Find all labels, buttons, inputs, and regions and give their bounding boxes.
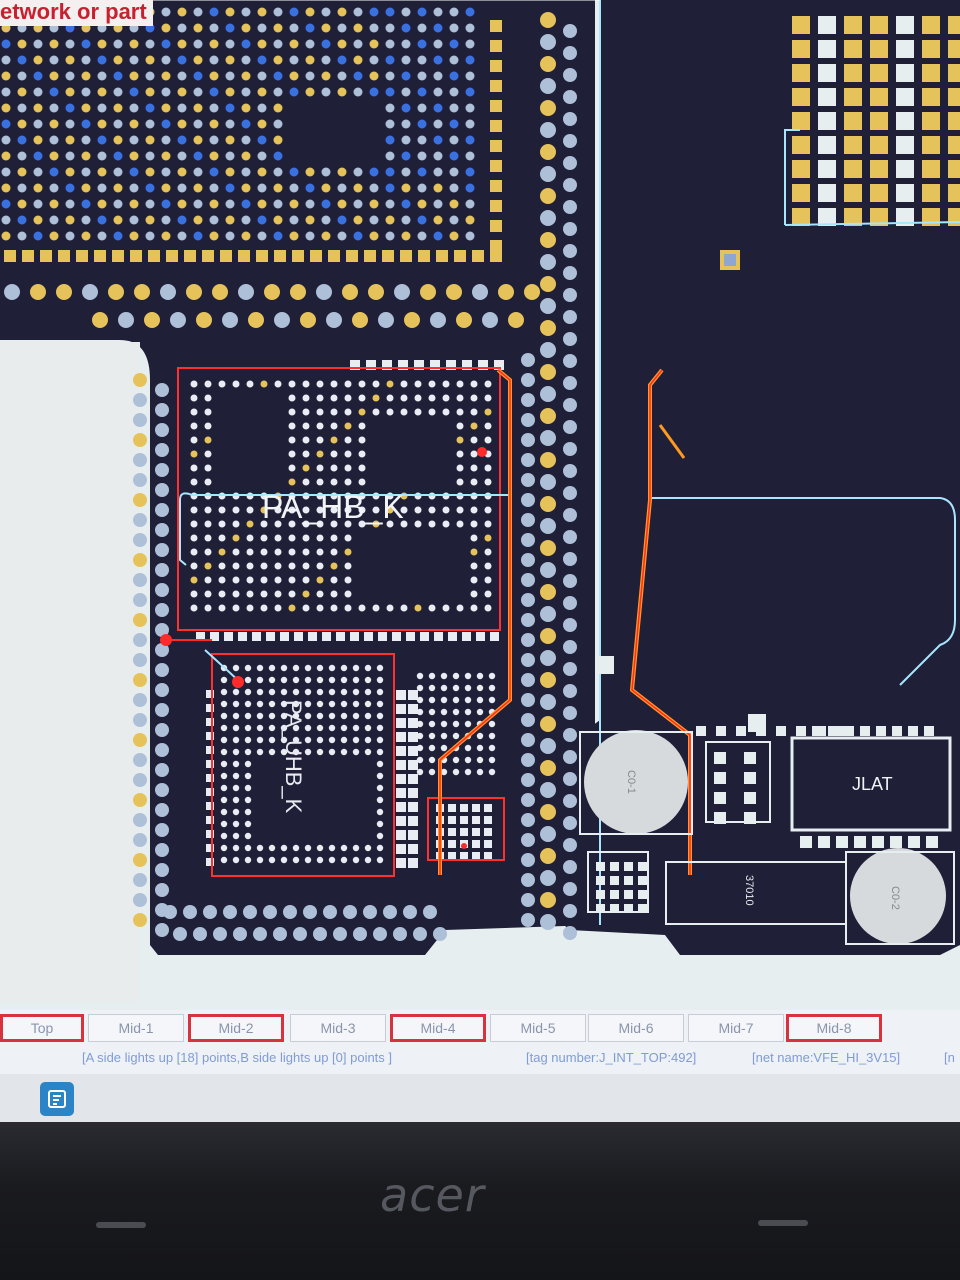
label-jlat: JLAT xyxy=(852,774,893,794)
tab-mid-4[interactable]: Mid-4 xyxy=(390,1014,486,1042)
status-bar: [A side lights up [18] points,B side lig… xyxy=(0,1046,960,1074)
c02-capacitor xyxy=(850,848,946,944)
tab-mid-5[interactable]: Mid-5 xyxy=(490,1014,586,1042)
brand-logo: acer xyxy=(380,1168,485,1222)
label-c01: C0-1 xyxy=(625,770,637,794)
component-search-title: etwork or part xyxy=(0,0,153,26)
tab-mid-3[interactable]: Mid-3 xyxy=(290,1014,386,1042)
laptop-bezel xyxy=(0,1122,960,1280)
status-tag: [tag number:J_INT_TOP:492] xyxy=(526,1050,697,1065)
tab-mid-6[interactable]: Mid-6 xyxy=(588,1014,684,1042)
label-c02: C0-2 xyxy=(889,886,901,910)
tab-top[interactable]: Top xyxy=(0,1014,84,1042)
tab-mid-8[interactable]: Mid-8 xyxy=(786,1014,882,1042)
status-points: [A side lights up [18] points,B side lig… xyxy=(82,1050,393,1065)
pa-uhb-outline xyxy=(211,653,395,877)
board-viewer-icon xyxy=(48,1090,66,1108)
tab-mid-7[interactable]: Mid-7 xyxy=(688,1014,784,1042)
label-37010: 37010 xyxy=(743,875,755,906)
app-icon[interactable] xyxy=(40,1082,74,1116)
jlat-component xyxy=(790,736,952,832)
label-pa-hb-k: PA_HB_K xyxy=(262,489,404,525)
c01-capacitor xyxy=(584,730,688,834)
tab-mid-2[interactable]: Mid-2 xyxy=(188,1014,284,1042)
label-pa-uhb-k: PA_UHB_K xyxy=(281,700,306,814)
tab-mid-1[interactable]: Mid-1 xyxy=(88,1014,184,1042)
board-right xyxy=(563,0,960,955)
pcb-canvas[interactable]: PA_HB_K PA_UHB_K JLAT C0-1 37010 C0-2 xyxy=(0,0,960,1010)
status-tail: [n xyxy=(944,1050,955,1065)
taskbar xyxy=(0,1074,960,1122)
pa-hb-outline xyxy=(177,367,501,631)
status-net: [net name:VFE_HI_3V15] xyxy=(752,1050,901,1065)
